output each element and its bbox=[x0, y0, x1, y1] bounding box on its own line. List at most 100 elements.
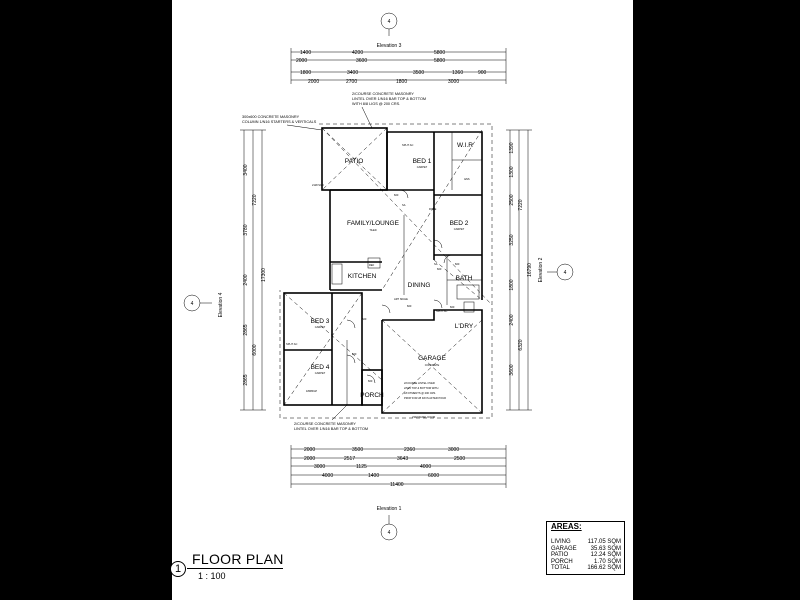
room-family-floor: TILED bbox=[369, 228, 376, 232]
garage-lintel-note: PROP FOR 28 DAYS AFTER POUR bbox=[404, 396, 446, 400]
panel-door-note: 2302 PANEL DOOR bbox=[412, 415, 435, 419]
room-wir: W.I.R bbox=[457, 142, 473, 149]
elevation-label: Elevation 1 bbox=[377, 506, 402, 512]
dimension-text: 11400 bbox=[390, 482, 404, 488]
door-dimension: 820 bbox=[437, 267, 442, 271]
garage-lintel-note: L8 FITMENTS @ 200 CRS. bbox=[404, 391, 436, 395]
split-ac-note: SPLIT AC bbox=[436, 309, 447, 313]
dimension-text: 3000 bbox=[448, 447, 459, 453]
bottom-dimension-strings: 2000 3500 2360 3000 2000 2517 3643 2500 … bbox=[290, 445, 507, 488]
art-niche-note: ART NICHE bbox=[394, 297, 408, 301]
garage-lintel-note: 2/COURSE LINTEL OVER bbox=[404, 381, 435, 385]
room-garage-floor: CONCRETE bbox=[425, 363, 440, 367]
dimension-text: 1400 bbox=[300, 50, 311, 56]
room-bed1: BED 1 bbox=[413, 158, 432, 165]
note-text: 2/COURSE CONCRETE MASONRY bbox=[352, 92, 414, 96]
dimension-text: 3500 bbox=[352, 447, 363, 453]
room-bed4-floor: CARPET bbox=[315, 371, 326, 375]
room-bed2: BED 2 bbox=[450, 220, 469, 227]
room-bed3-floor: CARPET bbox=[315, 325, 326, 329]
dimension-text: 2500 bbox=[454, 456, 465, 462]
area-name: GARAGE bbox=[551, 545, 577, 552]
room-bed2-floor: CARPET bbox=[454, 227, 465, 231]
door-dimension: 820 bbox=[455, 262, 460, 266]
ref-label: REF bbox=[369, 263, 375, 267]
dimension-text: 2000 bbox=[308, 79, 319, 85]
dimension-text: 1125 bbox=[356, 464, 367, 470]
room-patio: PATIO bbox=[345, 158, 364, 165]
room-bed1-floor: CARPET bbox=[417, 165, 428, 169]
right-dimension-strings: 1390 1300 2500 3250 1800 2400 3600 7220 … bbox=[506, 129, 574, 411]
dimension-text: 1390 bbox=[509, 142, 515, 153]
smoke-alarm-note: SA bbox=[402, 203, 406, 207]
smoke-alarm-note: SA bbox=[434, 262, 438, 266]
room-garage: GARAGE bbox=[418, 355, 446, 362]
elevation-marker-top: 4 Elevation 3 bbox=[377, 12, 402, 49]
dimension-text: 900 bbox=[478, 70, 487, 76]
dimension-text: 1800 bbox=[300, 70, 311, 76]
elevation-number: 4 bbox=[191, 301, 194, 307]
garage-lintel-note: 2/N16 TOP & BOTTOM WITH bbox=[404, 386, 439, 390]
door-dimension: 820 bbox=[362, 317, 367, 321]
door-dimension: 820 bbox=[368, 379, 373, 383]
elevation-number: 4 bbox=[388, 19, 391, 25]
dimension-text: 5800 bbox=[434, 58, 445, 64]
area-value: 166.62 SQM bbox=[587, 565, 621, 572]
dimension-text: 7220 bbox=[518, 199, 524, 210]
drawing-number: 1 bbox=[170, 561, 186, 577]
dimension-text: 1360 bbox=[452, 70, 463, 76]
note-text: WITH 8/8 LIGS @ 200 CRS. bbox=[352, 102, 400, 106]
elevation-number: 4 bbox=[388, 530, 391, 536]
plan-annotations: SPLIT AC 2118 SGD ROBE SA SA ART NICHE S… bbox=[286, 143, 460, 419]
dimension-text: 6000 bbox=[252, 344, 258, 355]
area-name: TOTAL bbox=[551, 565, 570, 572]
building-walls: REF bbox=[279, 123, 493, 419]
elevation-marker-bottom: Elevation 1 4 bbox=[377, 506, 402, 541]
door-dimension: 820 bbox=[407, 304, 412, 308]
area-name: LIVING bbox=[551, 539, 571, 545]
room-family-lounge: FAMILY/LOUNGE bbox=[347, 220, 400, 227]
note-text: LINTEL OVER 1/N16 BAR TOP & BOTTOM bbox=[352, 97, 426, 101]
dimension-text: 2000 bbox=[304, 447, 315, 453]
dimension-text: 3600 bbox=[356, 58, 367, 64]
elevation-number: 4 bbox=[564, 270, 567, 276]
elevation-label: Elevation 4 bbox=[218, 292, 224, 317]
bed4-window-note: 1808FGP bbox=[306, 389, 317, 393]
area-name: PORCH bbox=[551, 558, 573, 565]
dimension-text: 4200 bbox=[352, 50, 363, 56]
top-dimension-strings: 1400 4200 5800 2000 3600 5800 1800 3400 … bbox=[290, 48, 507, 85]
areas-schedule: AREAS: LIVING 117.05 SQM GARAGE 35.63 SQ… bbox=[546, 521, 625, 575]
dimension-text: 3400 bbox=[347, 70, 358, 76]
note-text: 2/COURSE CONCRETE MASONRY bbox=[294, 422, 356, 426]
floor-plan-drawing: 4 Elevation 3 1400 4200 5800 2000 3600 5… bbox=[183, 12, 574, 541]
split-ac-note: SPLIT AC bbox=[286, 342, 297, 346]
dimension-text: 1800 bbox=[509, 279, 515, 290]
dimension-text: 6320 bbox=[518, 339, 524, 350]
door-dimension: 820 bbox=[450, 305, 455, 309]
door-dimension: 820 bbox=[394, 193, 399, 197]
room-dining: DINING bbox=[408, 282, 431, 289]
dimension-text: 3643 bbox=[397, 456, 408, 462]
room-bed3: BED 3 bbox=[311, 318, 330, 325]
dimension-text: 3600 bbox=[509, 364, 515, 375]
elevation-label: Elevation 3 bbox=[377, 43, 402, 49]
room-porch: PORCH bbox=[360, 392, 384, 399]
dimension-text: 2865 bbox=[243, 324, 249, 335]
room-bed4: BED 4 bbox=[311, 364, 330, 371]
areas-heading: AREAS: bbox=[551, 522, 582, 531]
dimension-text: 17300 bbox=[261, 268, 267, 282]
dimension-text: 16790 bbox=[527, 263, 533, 277]
dimension-text: 1300 bbox=[509, 166, 515, 177]
title-underline bbox=[187, 568, 283, 569]
area-value: 117.05 SQM bbox=[587, 539, 621, 545]
dimension-text: 2865 bbox=[243, 374, 249, 385]
note-text: COLUMN 1/N16 STARTERS & VERTICALS bbox=[242, 120, 317, 124]
dimension-text: 1400 bbox=[368, 473, 379, 479]
dimension-text: 2700 bbox=[346, 79, 357, 85]
area-name: PATIO bbox=[551, 552, 569, 559]
dimension-text: 2400 bbox=[509, 314, 515, 325]
dimension-text: 2000 bbox=[304, 456, 315, 462]
note-text: LINTEL OVER 1/N16 BAR TOP & BOTTOM bbox=[294, 427, 368, 431]
elevation-label: Elevation 2 bbox=[538, 257, 544, 282]
dimension-text: 2517 bbox=[344, 456, 355, 462]
